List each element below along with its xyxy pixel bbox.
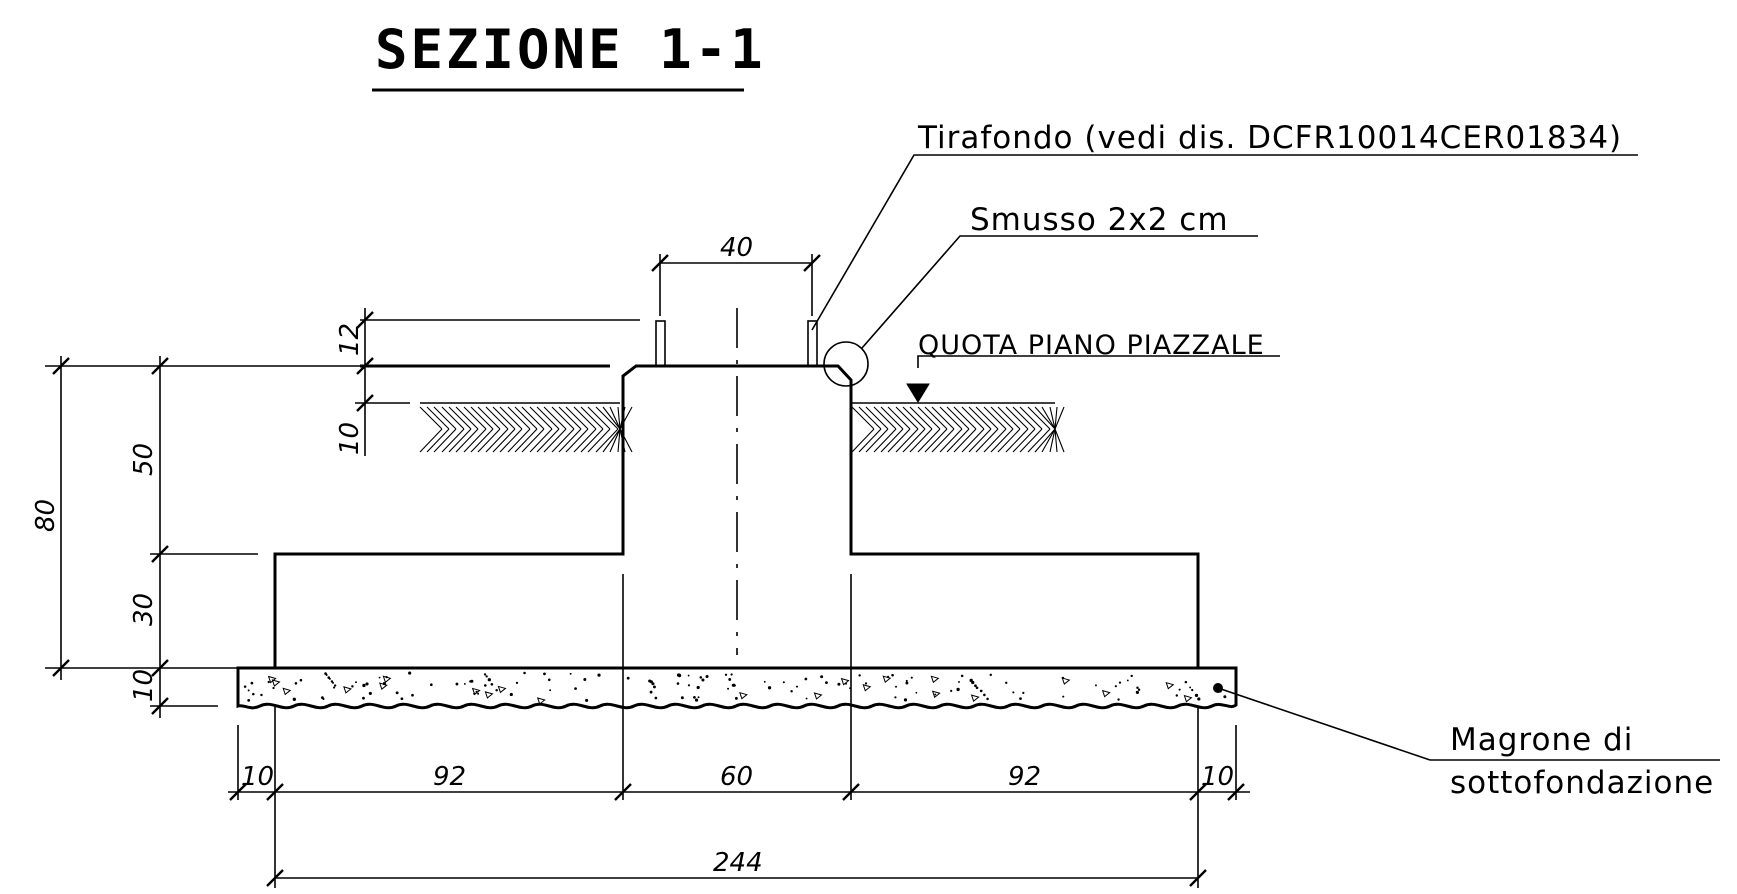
foundation-outline [273,364,1200,668]
level-marker-triangle [906,383,930,403]
magrone-leader [1217,687,1431,761]
magrone-label-line2: sottofondazione [1450,765,1714,801]
dim-pedestal-width-value: 60 [720,762,753,792]
quota-leader [917,355,1280,368]
dim-lean-thickness-value: 10 [129,669,159,702]
tirafondo-label: Tirafondo (vedi dis. DCFR10014CER01834) [917,120,1622,156]
tirafondo-leader [811,154,1638,331]
dim-total-height-value: 80 [31,499,61,532]
dim-lean-overhang-right-value: 10 [1201,762,1234,792]
magrone-label-line1: Magrone di [1450,722,1633,758]
dim-bolt-spacing: 40 [651,233,821,316]
lean-concrete-layer [236,666,1238,710]
dim-bolt-spacing-value: 40 [720,233,753,263]
dim-lean-overhang-left-value: 10 [241,762,274,792]
dim-bolt-projection-value: 12 [335,323,365,356]
anchor-bolt-left [655,320,666,367]
smusso-label: Smusso 2x2 cm [970,202,1229,238]
dim-footing-height-value: 30 [129,593,159,626]
ground-hatch-left [419,406,633,453]
dim-footing-right-value: 92 [1008,762,1041,792]
dim-footing-total-width-value: 244 [713,848,763,878]
magrone-leader-dot [1213,683,1223,693]
dim-pedestal-height-value: 50 [129,443,159,476]
ground-hatch-right [851,406,1065,453]
dim-horizontal-bottom: 10 92 60 92 10 244 [228,574,1250,888]
dim-bolt-projection: 12 10 [335,308,640,456]
chamfer-detail-circle [823,341,869,387]
dim-ground-depth-value: 10 [335,422,365,455]
quota-label: QUOTA PIANO PIAZZALE [918,330,1265,361]
dim-vertical-left: 80 50 30 10 [31,356,360,718]
smusso-leader [861,235,1258,349]
section-title: SEZIONE 1-1 [375,18,766,81]
dim-footing-left-value: 92 [433,762,466,792]
anchor-bolt-right [807,320,818,367]
